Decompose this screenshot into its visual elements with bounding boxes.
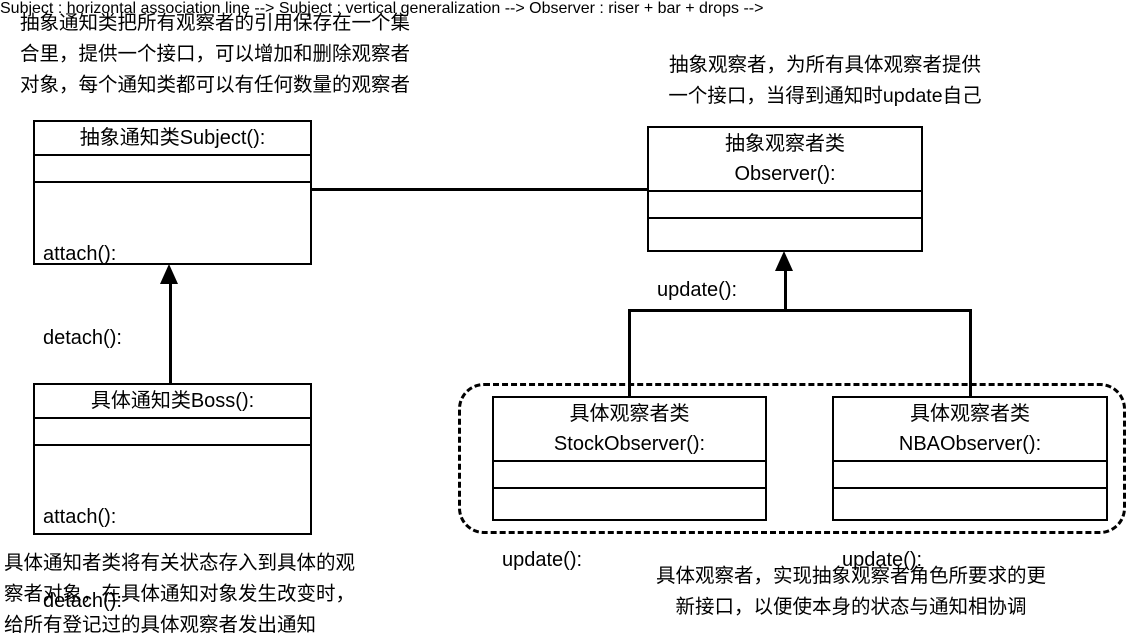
operation-item: detach(): <box>43 590 122 612</box>
class-box-stockobserver[interactable]: 具体观察者类 StockObserver(): update(): <box>492 396 767 571</box>
note-subject-description: 抽象通知类把所有观察者的引用保存在一个集 合里，提供一个接口，可以增加和删除观察… <box>20 12 411 96</box>
note-boss-description: 具体通知者类将有关状态存入到具体的观 察者对象，在具体通知对象发生改变时， 给所… <box>4 552 356 636</box>
class-operations-nbaobserver: update(): <box>834 489 1106 630</box>
operation-item: update(): <box>842 549 923 571</box>
note-observer-description: 抽象观察者，为所有具体观察者提供 一个接口，当得到通知时update自己 <box>668 54 982 107</box>
connector-nbaobserver-drop <box>969 309 972 397</box>
concrete-observers-group-frame <box>458 383 1126 534</box>
class-operations-stockobserver: update(): <box>494 489 765 630</box>
class-attributes-observer <box>649 192 921 219</box>
class-name-subject: 抽象通知类Subject(): <box>35 122 310 156</box>
class-attributes-nbaobserver <box>834 462 1106 489</box>
connector-observer-to-subject-line <box>57 188 649 191</box>
class-operations-observer: update(): <box>649 219 921 360</box>
connector-observer-riser <box>784 271 787 312</box>
class-box-boss[interactable]: 具体通知类Boss(): attach(): detach(): notify(… <box>33 383 312 612</box>
class-attributes-boss <box>35 419 310 446</box>
class-attributes-stockobserver <box>494 462 765 489</box>
class-name-boss: 具体通知类Boss(): <box>35 385 310 419</box>
connector-observer-horizontal-bar <box>628 309 972 312</box>
arrowhead-concrete-to-observer <box>775 251 793 271</box>
connector-stockobserver-drop <box>628 309 631 397</box>
class-box-observer[interactable]: 抽象观察者类 Observer(): update(): <box>647 126 923 301</box>
operation-item: update(): <box>502 549 583 571</box>
class-box-subject[interactable]: 抽象通知类Subject(): attach(): detach(): noti… <box>33 120 312 433</box>
note-concrete-observer-description: 具体观察者，实现抽象观察者角色所要求的更 新接口，以便使本身的状态与通知相协调 <box>655 565 1046 618</box>
class-name-nbaobserver: 具体观察者类 NBAObserver(): <box>834 398 1106 462</box>
operation-item: detach(): <box>43 327 122 349</box>
operation-item: update(): <box>657 279 738 301</box>
arrowhead-boss-to-subject <box>160 264 178 284</box>
class-name-stockobserver: 具体观察者类 StockObserver(): <box>494 398 765 462</box>
connector-boss-to-subject-line <box>169 284 172 384</box>
class-attributes-subject <box>35 156 310 183</box>
operation-item: attach(): <box>43 243 117 265</box>
class-name-observer: 抽象观察者类 Observer(): <box>649 128 921 192</box>
class-operations-boss: attach(): detach(): notify(): <box>35 446 310 642</box>
operation-item: attach(): <box>43 506 117 528</box>
class-box-nbaobserver[interactable]: 具体观察者类 NBAObserver(): update(): <box>832 396 1108 571</box>
